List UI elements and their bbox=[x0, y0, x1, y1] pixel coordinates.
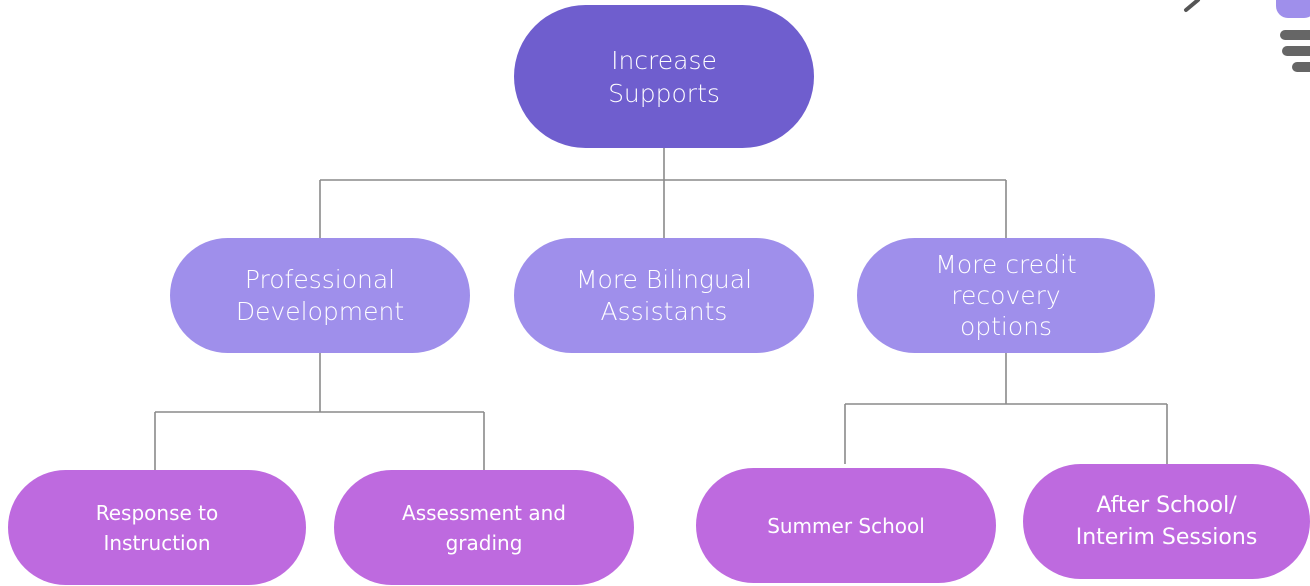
node-response-to-instruction: Response to Instruction bbox=[8, 470, 306, 585]
node-professional-development: Professional Development bbox=[170, 238, 470, 353]
node-increase-supports: Increase Supports bbox=[514, 5, 814, 148]
lightbulb-icon bbox=[1184, 0, 1310, 72]
node-more-credit-recovery-options: More credit recovery options bbox=[857, 238, 1155, 353]
node-assessment-and-grading: Assessment and grading bbox=[334, 470, 634, 585]
node-more-bilingual-assistants: More Bilingual Assistants bbox=[514, 238, 814, 353]
node-summer-school: Summer School bbox=[696, 468, 996, 583]
connector-root-to-level1 bbox=[319, 148, 1007, 238]
connector-credit-to-leaves bbox=[844, 353, 1168, 464]
node-after-school-interim-sessions: After School/ Interim Sessions bbox=[1023, 464, 1310, 579]
connector-pd-to-leaves bbox=[154, 353, 485, 470]
